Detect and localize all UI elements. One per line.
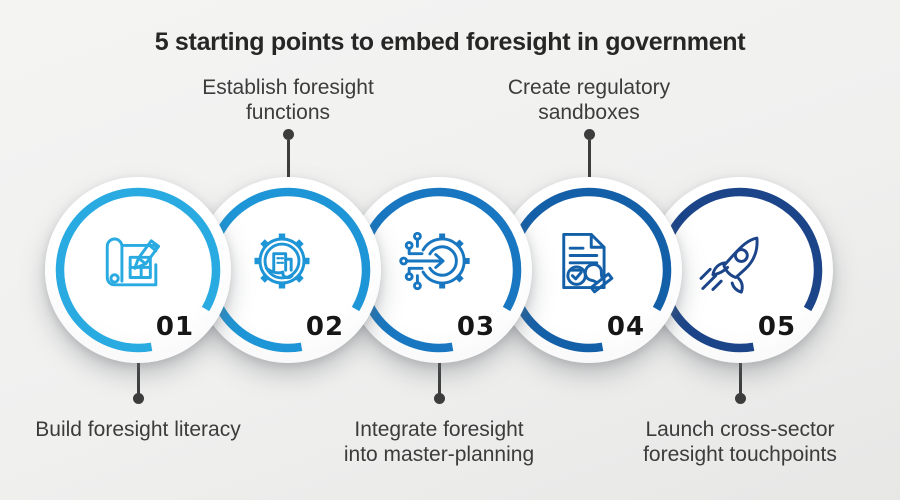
- progress-ring: [55, 187, 221, 353]
- progress-ring: [506, 187, 672, 353]
- step-05-label: Launch cross-sector foresight touchpoint…: [643, 418, 837, 466]
- connector-dot: [282, 129, 294, 140]
- step-03-label: Integrate foresight into master-planning: [343, 418, 535, 466]
- connector-dot: [433, 393, 445, 404]
- page-title: 5 starting points to embed foresight in …: [154, 28, 746, 56]
- step-number: 02: [305, 312, 345, 342]
- step-number: 01: [155, 312, 195, 342]
- connector-line: [437, 356, 441, 396]
- connector-line: [738, 356, 742, 396]
- blueprint-pencil-icon: [88, 217, 176, 305]
- step-04-label: Create regulatory sandboxes: [507, 76, 671, 124]
- circuit-gear-arrow-icon: [389, 217, 477, 305]
- connector-dot: [583, 129, 595, 140]
- connector-line: [286, 140, 290, 182]
- step-01-circle: 01: [45, 177, 231, 363]
- step-02-label: Establish foresight functions: [202, 76, 374, 124]
- step-02: Establish foresight functions: [158, 0, 418, 500]
- step-03-circle: 03: [346, 177, 532, 363]
- step-03: Integrate foresight into master-planning: [309, 0, 569, 500]
- step-01-label: Build foresight literacy: [35, 418, 241, 441]
- step-number: 04: [606, 312, 646, 342]
- step-01: Build foresight literacy: [8, 0, 268, 500]
- gear-building-icon: [238, 217, 326, 305]
- document-approval-stamp-icon: [539, 217, 627, 305]
- connector-line: [587, 140, 591, 182]
- step-number: 03: [456, 312, 496, 342]
- rocket-icon: [690, 217, 778, 305]
- step-number: 05: [757, 312, 797, 342]
- connector-line: [136, 356, 140, 396]
- connector-dot: [734, 393, 746, 404]
- progress-ring: [657, 187, 823, 353]
- connector-dot: [132, 393, 144, 404]
- progress-ring: [356, 187, 522, 353]
- progress-ring: [205, 187, 371, 353]
